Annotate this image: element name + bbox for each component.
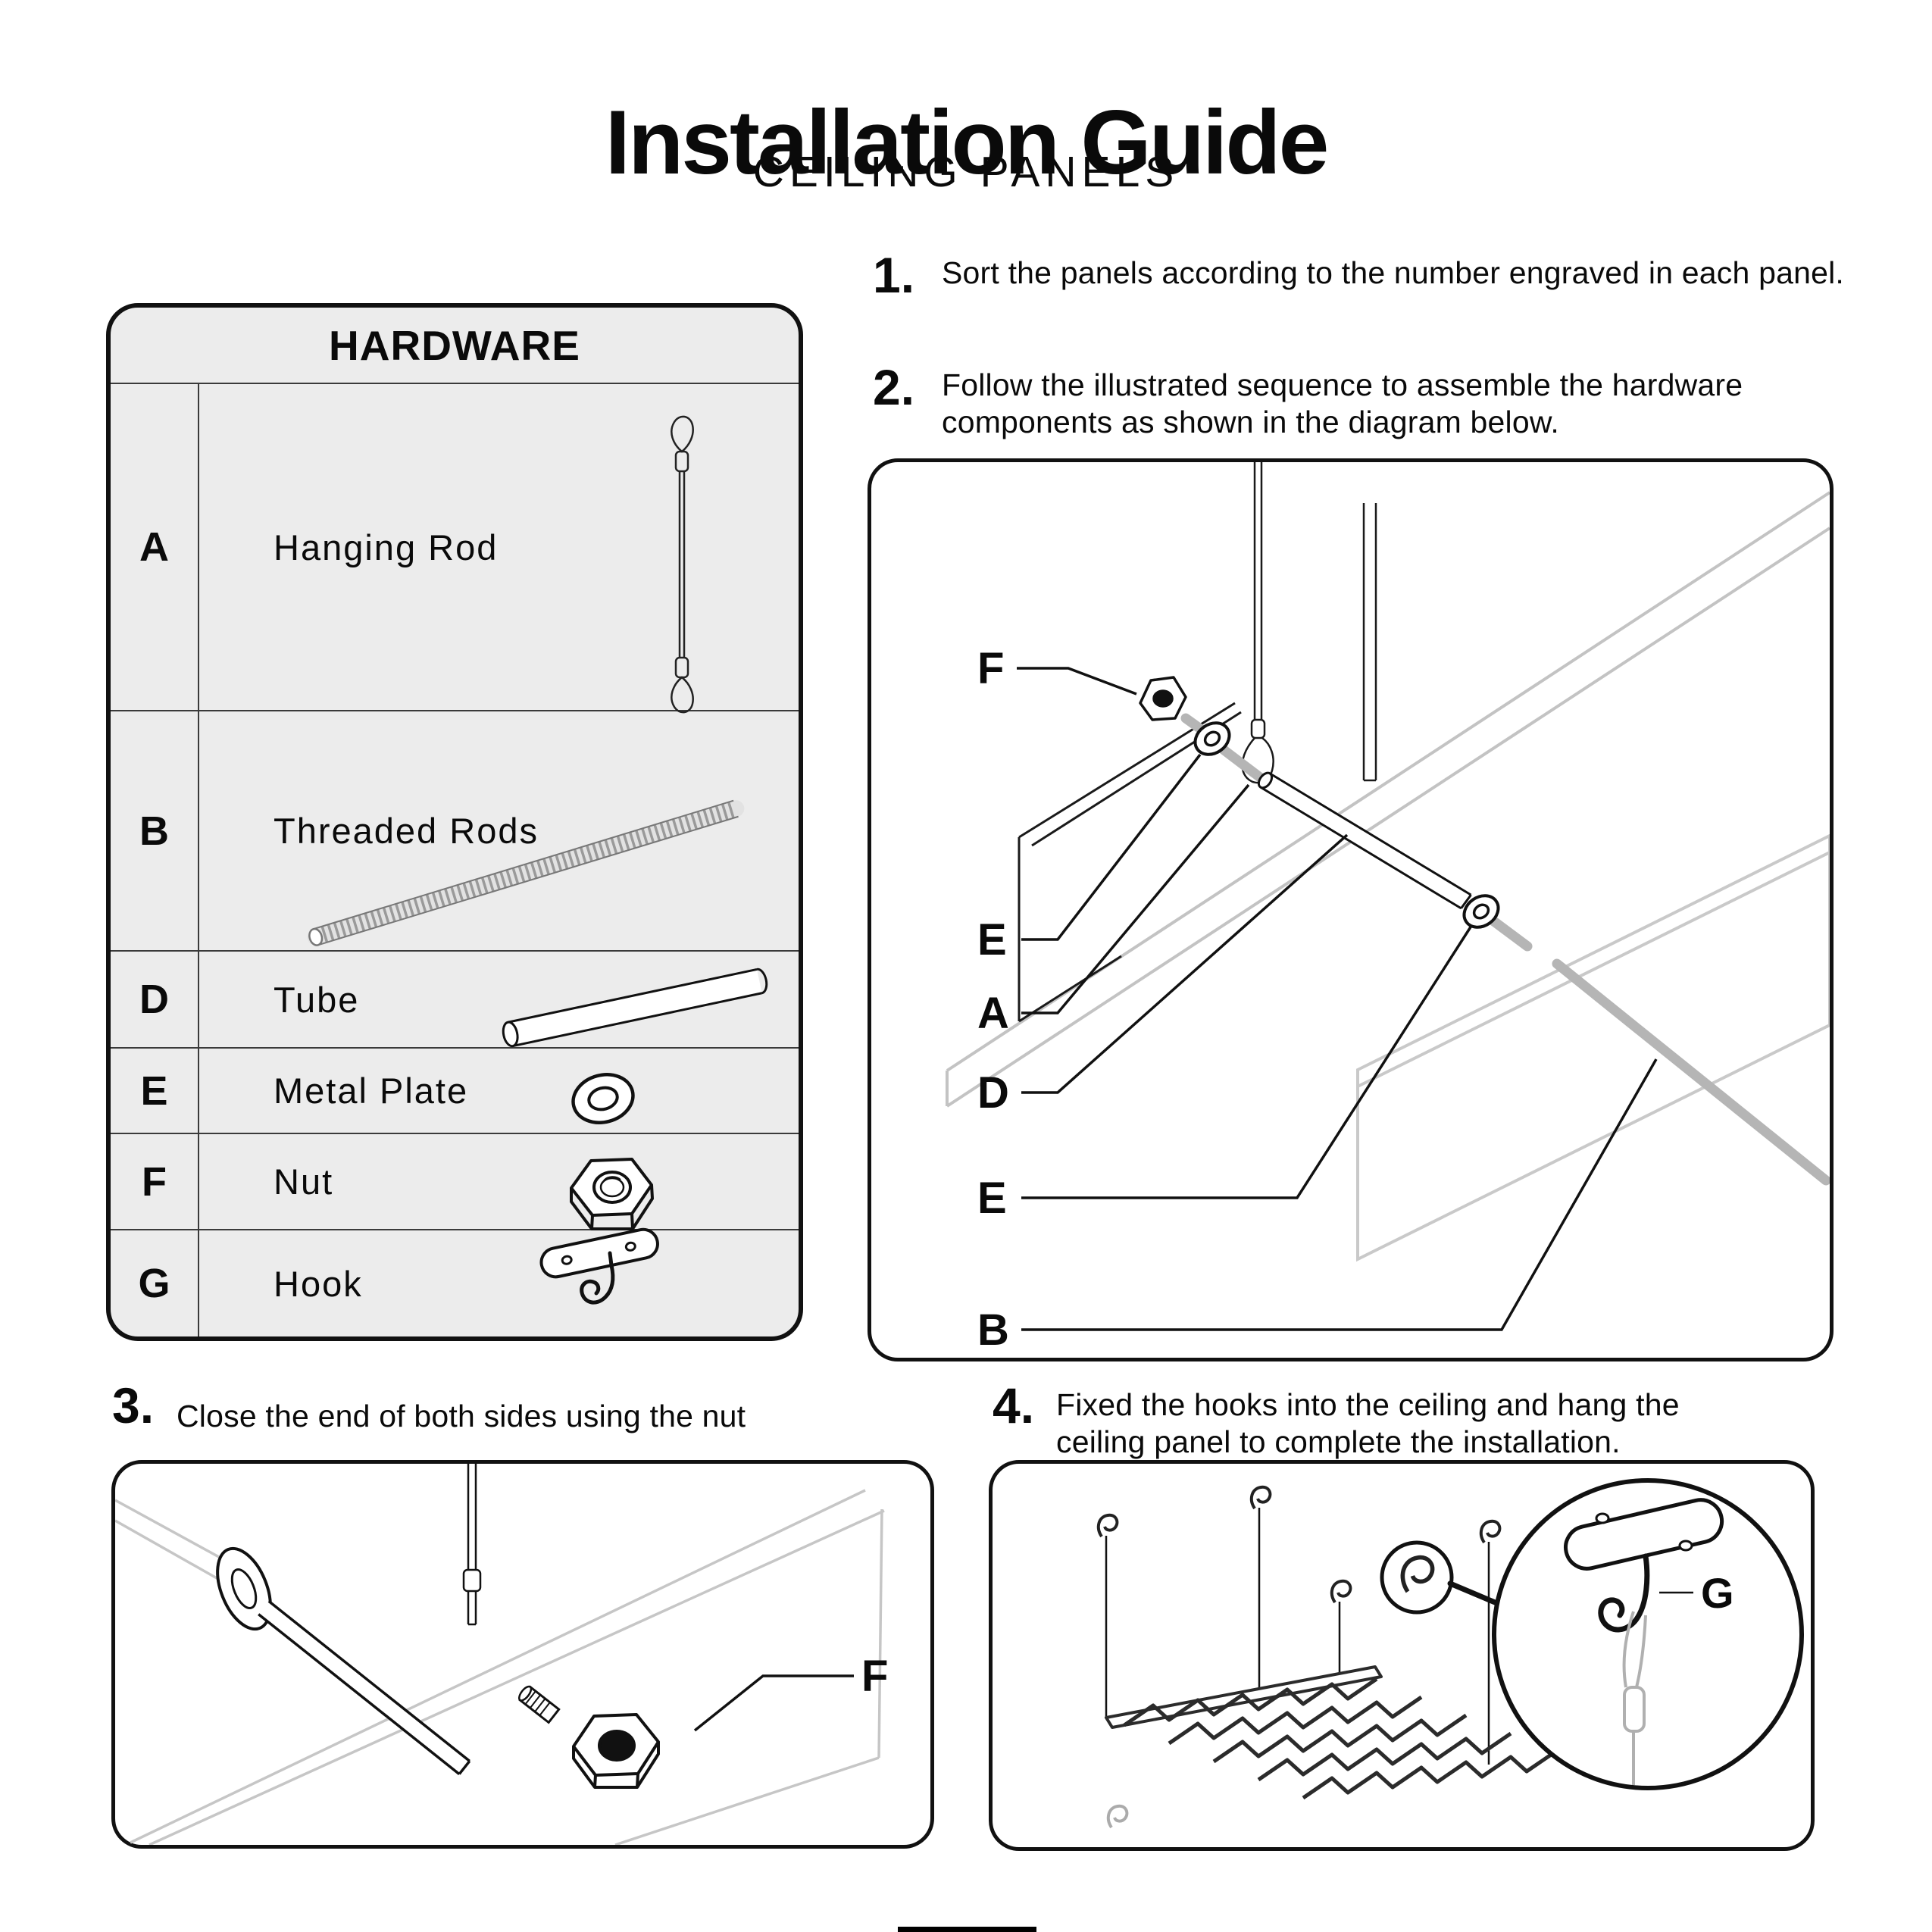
- label-E: E: [977, 915, 1007, 964]
- hardware-key: A: [139, 524, 169, 570]
- hook-magnifier: G: [1492, 1478, 1804, 1790]
- hardware-key: D: [139, 977, 169, 1022]
- label-B: B: [977, 1305, 1009, 1355]
- hook-badge: [1380, 1540, 1454, 1615]
- leader-line: [693, 1674, 854, 1732]
- label-A: A: [977, 989, 1009, 1038]
- hanging-wires: [1105, 1508, 1490, 1765]
- hardware-name: Tube: [274, 979, 360, 1020]
- table-row: F Nut: [111, 1133, 799, 1229]
- nut-part: [1139, 676, 1187, 721]
- washer-part-2: [1462, 894, 1500, 929]
- hardware-name: Hook: [274, 1263, 363, 1304]
- page-footer-bar: [898, 1927, 1036, 1932]
- threaded-rod-loose: [1552, 958, 1830, 1186]
- table-row: A Hanging Rod: [111, 384, 799, 710]
- hanging-rod-cable: [1241, 462, 1274, 784]
- hardware-key: F: [142, 1158, 167, 1205]
- table-row: B Threaded Rods: [111, 710, 799, 950]
- hardware-key: E: [140, 1068, 168, 1114]
- step-2-text: Follow the illustrated sequence to assem…: [942, 367, 1743, 440]
- washer-part-1: [1193, 721, 1231, 756]
- flange-washer: [216, 1546, 272, 1631]
- step-4-number: 4.: [993, 1377, 1035, 1433]
- table-row: E Metal Plate: [111, 1047, 799, 1133]
- nut-closeup-diagram: F: [111, 1460, 934, 1849]
- plate-hole: [1595, 1512, 1610, 1524]
- page-subtitle: CEILING PANELS: [752, 148, 1180, 196]
- step-1-number: 1.: [873, 247, 915, 303]
- step-4-text: Fixed the hooks into the ceiling and han…: [1056, 1387, 1680, 1460]
- hardware-name: Hanging Rod: [274, 527, 499, 567]
- hardware-key: G: [138, 1261, 170, 1306]
- step-3-number: 3.: [112, 1377, 155, 1433]
- label-F: F: [861, 1652, 888, 1701]
- hardware-name: Nut: [274, 1161, 334, 1202]
- step-2-number: 2.: [873, 359, 915, 415]
- hardware-name: Metal Plate: [274, 1071, 469, 1111]
- hardware-name: Threaded Rods: [274, 811, 539, 851]
- step-1-text: Sort the panels according to the number …: [942, 255, 1844, 290]
- leader-lines: [1017, 667, 1658, 1331]
- table-column-divider: [198, 384, 199, 1336]
- hardware-key: B: [139, 808, 169, 854]
- assembly-diagram-svg: F E A D E B: [946, 462, 1830, 1355]
- hook-part: [1598, 1553, 1650, 1633]
- assembly-diagram: F E A D E B: [868, 458, 1834, 1361]
- wavy-panel: [1105, 1665, 1557, 1800]
- wire-loop: [1622, 1611, 1647, 1785]
- hardware-table-header: HARDWARE: [111, 308, 799, 384]
- label-G: G: [1701, 1569, 1734, 1617]
- panel-edge-lines: [115, 1489, 885, 1845]
- hanging-panel-svg: G: [1096, 1478, 1804, 1829]
- step-3-text: Close the end of both sides using the nu…: [177, 1399, 746, 1433]
- hanging-panel-diagram: G: [989, 1460, 1815, 1851]
- panel-blade-top: [1362, 503, 1377, 782]
- page-title: Installation Guide: [605, 92, 1330, 194]
- table-row: G Hook: [111, 1229, 799, 1336]
- hanging-rod-end: [462, 1464, 482, 1626]
- label-F: F: [977, 644, 1004, 693]
- table-row: D Tube: [111, 950, 799, 1047]
- magnifier-connector: [1447, 1580, 1502, 1607]
- nut-closeup-svg: F: [115, 1464, 888, 1845]
- label-E2: E: [977, 1174, 1007, 1223]
- hex-nut: [572, 1713, 660, 1789]
- hardware-table: HARDWARE A Hanging Rod B Threaded Rods D…: [106, 303, 803, 1341]
- wire-hook-icons: [1096, 1485, 1502, 1829]
- panel-blade-back: [1356, 833, 1830, 1262]
- threaded-stub: [518, 1685, 561, 1724]
- tube-part: [1257, 771, 1472, 910]
- label-D: D: [977, 1068, 1009, 1118]
- plate-hole: [1678, 1540, 1693, 1552]
- rod: [258, 1600, 471, 1775]
